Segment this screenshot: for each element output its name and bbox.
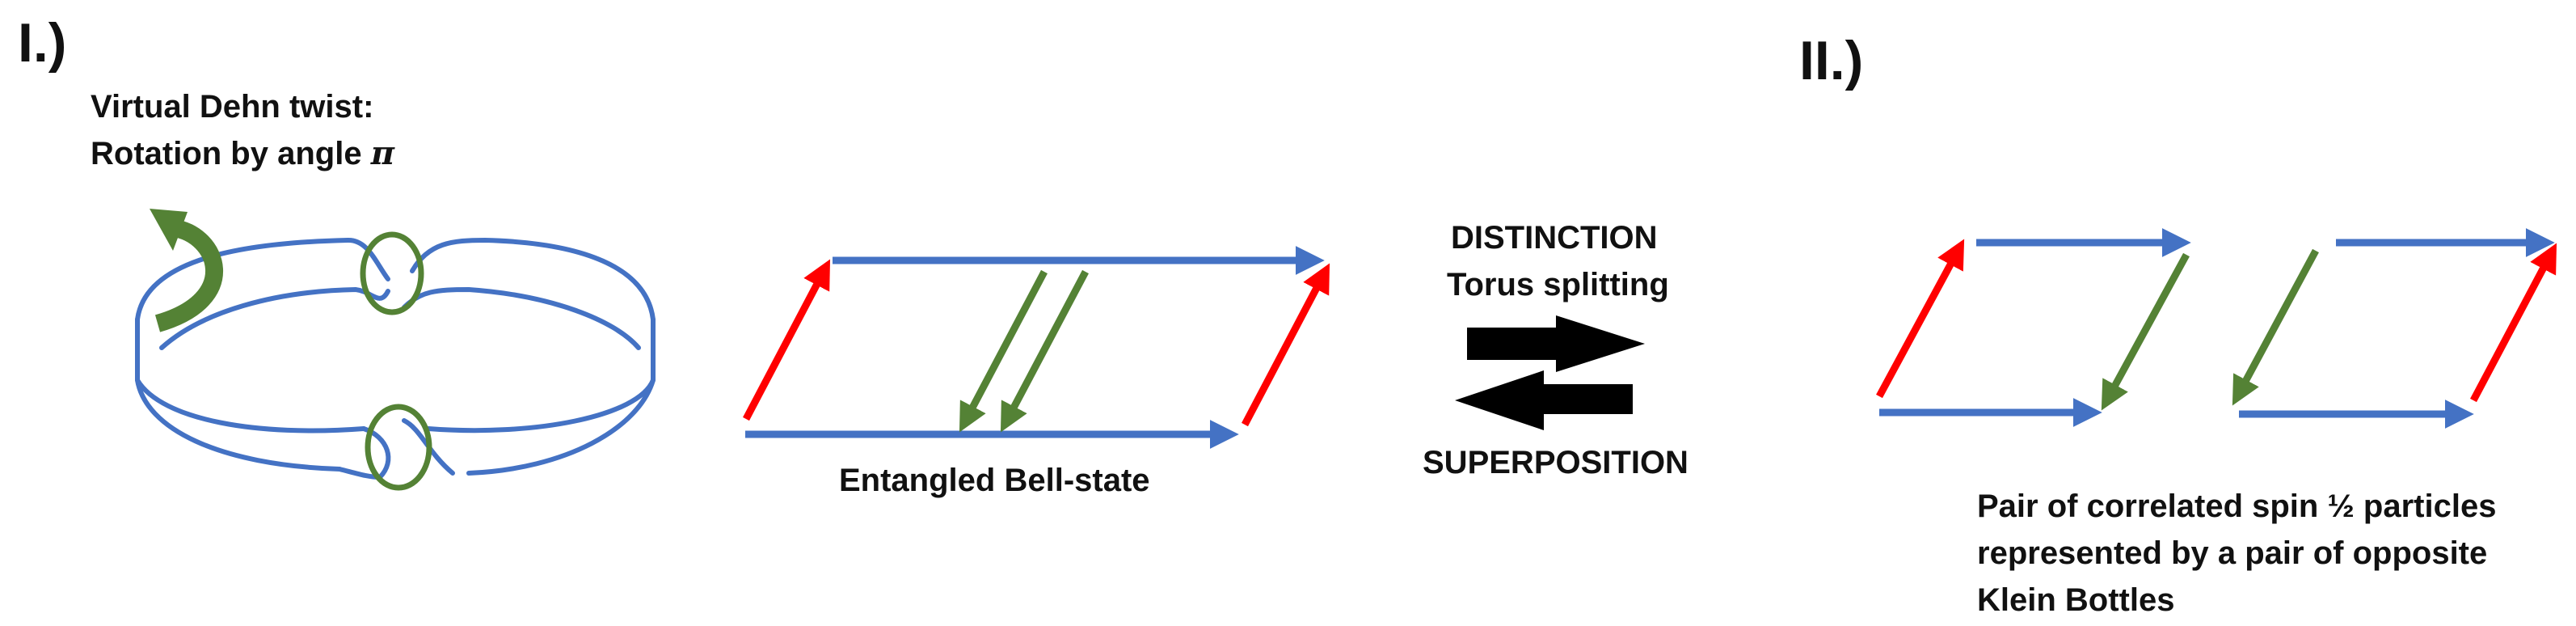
klein-caption-line1: Pair of correlated spin ½ particles <box>1977 489 2497 524</box>
dehn-twist-rotation: Rotation by angle π <box>91 134 394 172</box>
right-transition-arrow-icon <box>1467 315 1645 372</box>
distinction-label: DISTINCTION <box>1451 220 1658 256</box>
band-outer-top-rim <box>135 237 390 322</box>
bell-right-red-arrow <box>1242 263 1330 427</box>
klein-bottle-left <box>1876 228 2191 427</box>
bell-green-arrow-2 <box>1000 269 1089 433</box>
band-inner-bottom-rim-right <box>426 378 656 434</box>
bell-left-red-arrow <box>743 259 831 421</box>
bell-state-diagram <box>743 246 1330 449</box>
bell-state-caption: Entangled Bell-state <box>839 463 1150 498</box>
bell-green-arrow-1 <box>959 269 1048 433</box>
rotation-arrow-head-icon <box>150 209 188 251</box>
klein-left-green-arrow <box>2101 252 2190 411</box>
band-right-wall <box>466 317 656 476</box>
klein-caption-line2: represented by a pair of opposite <box>1977 535 2488 571</box>
band-inner-top-rim-right <box>402 287 641 350</box>
band-inner-bottom-rim <box>135 378 366 434</box>
band-inner-top-rim <box>159 287 390 350</box>
panel-label-one: I.) <box>18 12 67 74</box>
dehn-twist-title: Virtual Dehn twist: <box>91 89 374 125</box>
klein-bottle-right <box>2232 228 2557 429</box>
crossing-loop-top <box>360 231 424 315</box>
band-left-wall <box>135 317 342 472</box>
klein-left-red-arrow <box>1876 239 1965 399</box>
left-transition-arrow-icon <box>1455 370 1633 430</box>
pi-symbol: π <box>370 134 394 172</box>
band-bottom-crossing-b <box>402 418 455 476</box>
dehn-twist-rotation-text: Rotation by angle <box>91 136 371 171</box>
rotation-arrow-icon <box>154 219 223 332</box>
panel-label-two: II.) <box>1799 30 1864 91</box>
torus-splitting-label: Torus splitting <box>1447 267 1669 302</box>
superposition-label: SUPERPOSITION <box>1423 445 1689 480</box>
klein-right-green-arrow <box>2232 248 2319 406</box>
klein-caption-line3: Klein Bottles <box>1977 582 2175 618</box>
crossing-loop-bottom <box>365 404 432 491</box>
klein-right-red-arrow <box>2470 243 2557 403</box>
band-outer-top-rim-right <box>410 238 656 322</box>
